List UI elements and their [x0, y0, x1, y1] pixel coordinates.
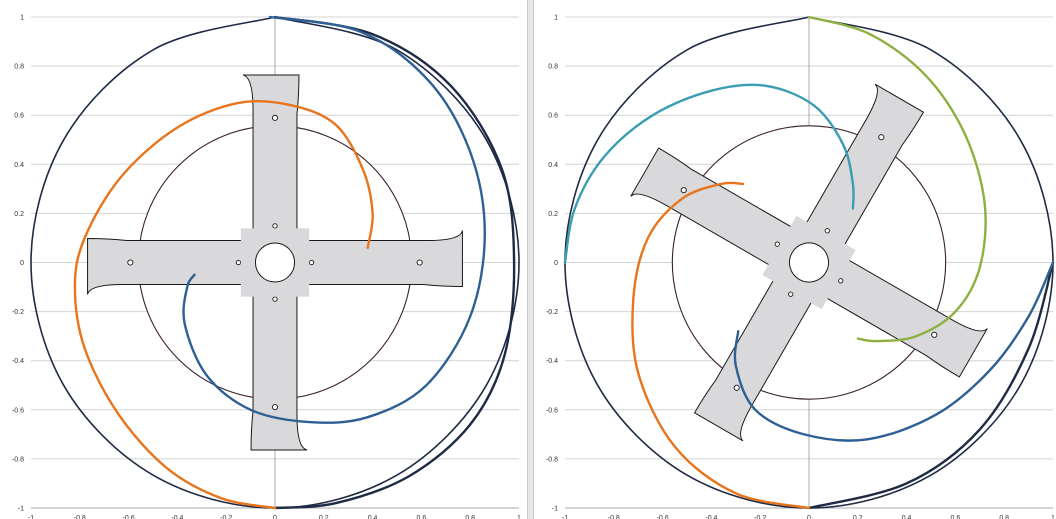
hub-bolt-hole — [272, 223, 278, 229]
series-line-5 — [631, 181, 811, 510]
y-tick-label: -0.6 — [12, 407, 24, 414]
series-line-4 — [733, 261, 1055, 442]
hub-arm — [789, 83, 925, 275]
hub-center-hole — [254, 242, 296, 283]
x-tick-label: 0.4 — [368, 515, 378, 519]
y-tick-label: -0.8 — [546, 456, 558, 463]
hub-bolt-hole — [774, 241, 780, 247]
hub-arm-hole — [733, 384, 740, 391]
x-tick-label: -0.2 — [754, 515, 766, 519]
hub-bolt-hole — [272, 296, 278, 302]
hub-arm — [274, 230, 463, 287]
hub-arm — [693, 250, 829, 442]
hub-arm-hole — [878, 134, 885, 141]
hub-bolt-hole — [838, 278, 844, 284]
x-tick-label: -0.6 — [123, 515, 135, 519]
y-tick-label: 0 — [20, 260, 24, 267]
series-line-3 — [563, 83, 855, 264]
chart-right: 1 0.8 0.6 0.4 0.2 0 -0.2 -0.4 -0.6 -0.8 -1 -1 -0.8 -0… — [546, 15, 1055, 519]
hub-arm-hole — [931, 331, 938, 338]
x-tick-label: 0 — [807, 515, 811, 519]
panel-divider — [528, 0, 533, 519]
y-tick-label: 0.8 — [548, 64, 558, 71]
x-tick-label: 0.2 — [319, 515, 329, 519]
hub-arm-hole — [127, 259, 134, 266]
y-tick-label: 1 — [554, 15, 558, 22]
hub-arm — [242, 74, 300, 263]
rotor-hub-0 — [87, 74, 463, 451]
x-tick-label: 1 — [517, 515, 521, 519]
hub-arm — [250, 262, 308, 451]
y-tick-label: 0.8 — [14, 64, 24, 71]
hub-bolt-hole — [824, 228, 830, 234]
y-tick-label: 0.6 — [14, 113, 24, 120]
hub-arm-hole — [271, 404, 279, 411]
y-tick-label: -0.4 — [12, 358, 24, 365]
x-tick-label: -0.6 — [657, 515, 669, 519]
x-tick-label: -0.2 — [220, 515, 232, 519]
y-tick-label: 0.4 — [548, 162, 558, 169]
x-tick-label: -0.4 — [171, 515, 183, 519]
x-tick-label: 0.6 — [417, 515, 427, 519]
hub-arm — [87, 238, 276, 295]
x-tick-label: -1 — [28, 515, 34, 519]
y-tick-label: -0.8 — [12, 456, 24, 463]
hub-arm-hole — [416, 259, 423, 266]
hub-arm — [797, 242, 988, 378]
x-tick-label: 0.8 — [999, 515, 1009, 519]
series-line-1 — [273, 15, 516, 510]
y-tick-label: -0.4 — [546, 358, 558, 365]
y-tick-label: 0.6 — [548, 113, 558, 120]
y-tick-label: -1 — [552, 506, 558, 513]
x-tick-label: 0.8 — [465, 515, 475, 519]
y-tick-label: 0 — [554, 260, 558, 267]
x-tick-label: -0.4 — [705, 515, 717, 519]
hub-bolt-hole — [788, 291, 794, 297]
x-tick-label: -0.8 — [608, 515, 620, 519]
y-tick-label: 0.2 — [14, 211, 24, 218]
y-tick-label: -0.2 — [546, 309, 558, 316]
hub-arm-hole — [271, 114, 279, 121]
hub-arm-hole — [680, 187, 687, 194]
y-tick-label: 0.4 — [14, 162, 24, 169]
hub-bolt-hole — [235, 259, 242, 266]
x-tick-label: 0 — [273, 515, 277, 519]
x-tick-label: 0.2 — [853, 515, 863, 519]
x-tick-label: 0.4 — [902, 515, 912, 519]
x-tick-label: 0.6 — [951, 515, 961, 519]
y-tick-label: 0.2 — [548, 211, 558, 218]
series-line-2 — [182, 15, 487, 424]
x-tick-label: 1 — [1051, 515, 1055, 519]
x-tick-label: -1 — [562, 515, 568, 519]
chart-panel-left: 1 0.8 0.6 0.4 0.2 0 -0.2 -0.4 -0.6 -0.8 -1 -1 -0.8 -0… — [11, 0, 528, 519]
series-line-1 — [807, 261, 1055, 510]
chart-left: 1 0.8 0.6 0.4 0.2 0 -0.2 -0.4 -0.6 -0.8 -1 -1 -0.8 -0… — [12, 15, 521, 519]
y-tick-label: -0.6 — [546, 407, 558, 414]
hub-arm — [630, 147, 821, 283]
y-tick-label: -0.2 — [12, 309, 24, 316]
chart-panel-right: 1 0.8 0.6 0.4 0.2 0 -0.2 -0.4 -0.6 -0.8 -1 -1 -0.8 -0… — [533, 0, 1056, 519]
hub-center-hole — [788, 242, 830, 283]
rotor-hub-1 — [630, 83, 988, 442]
hub-bolt-hole — [308, 259, 315, 266]
x-tick-label: -0.8 — [74, 515, 86, 519]
y-tick-label: -1 — [18, 506, 24, 513]
series-line-2 — [807, 15, 987, 343]
series-line-3 — [73, 99, 374, 510]
y-tick-label: 1 — [20, 15, 24, 22]
